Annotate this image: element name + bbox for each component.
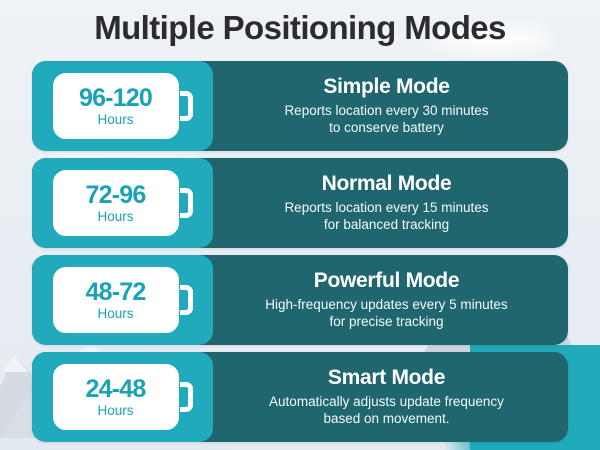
battery-hours-range: 72-96 bbox=[85, 180, 147, 209]
mode-description-line2: based on movement. bbox=[323, 411, 450, 427]
battery-icon: 24-48 Hours bbox=[52, 364, 193, 430]
battery-hours-unit: Hours bbox=[97, 111, 134, 127]
mode-card[interactable]: 72-96 Hours Normal Mode Reports location… bbox=[32, 158, 568, 248]
mode-description-line2: for precise tracking bbox=[329, 314, 444, 330]
battery-icon: 72-96 Hours bbox=[52, 170, 193, 236]
mode-card-body: Smart Mode Automatically adjusts update … bbox=[213, 352, 568, 442]
battery-hours-unit: Hours bbox=[97, 208, 134, 224]
mode-description-line1: Automatically adjusts update frequency bbox=[269, 393, 504, 409]
page-title: Multiple Positioning Modes bbox=[94, 9, 506, 46]
mode-heading: Smart Mode bbox=[327, 366, 446, 390]
battery-icon-panel: 48-72 Hours bbox=[32, 255, 213, 345]
battery-icon: 96-120 Hours bbox=[52, 73, 193, 139]
mode-description-line2: to conserve battery bbox=[329, 120, 444, 136]
mode-heading: Normal Mode bbox=[321, 172, 452, 196]
battery-hours-unit: Hours bbox=[97, 305, 134, 321]
battery-terminal-nub bbox=[179, 91, 193, 121]
battery-icon-panel: 96-120 Hours bbox=[32, 61, 213, 151]
battery-inner: 96-120 Hours bbox=[58, 79, 173, 133]
battery-inner: 24-48 Hours bbox=[58, 370, 173, 424]
battery-body: 24-48 Hours bbox=[52, 364, 179, 430]
cloud-wisp bbox=[430, 26, 550, 52]
mode-description: Automatically adjusts update frequency b… bbox=[269, 393, 504, 428]
battery-terminal-nub bbox=[179, 382, 193, 412]
battery-inner: 48-72 Hours bbox=[58, 273, 173, 327]
mode-description-line1: Reports location every 15 minutes bbox=[284, 199, 489, 215]
mode-card-body: Normal Mode Reports location every 15 mi… bbox=[213, 158, 568, 248]
mode-heading: Simple Mode bbox=[323, 75, 450, 99]
battery-body: 48-72 Hours bbox=[52, 267, 179, 333]
mode-card[interactable]: 96-120 Hours Simple Mode Reports locatio… bbox=[32, 61, 568, 151]
battery-inner: 72-96 Hours bbox=[58, 176, 173, 230]
positioning-modes-list: 96-120 Hours Simple Mode Reports locatio… bbox=[32, 61, 568, 449]
battery-hours-range: 24-48 bbox=[85, 374, 147, 403]
mode-card-body: Powerful Mode High-frequency updates eve… bbox=[213, 255, 568, 345]
battery-icon-panel: 72-96 Hours bbox=[32, 158, 213, 248]
battery-hours-range: 48-72 bbox=[85, 277, 147, 306]
mode-card[interactable]: 48-72 Hours Powerful Mode High-frequency… bbox=[32, 255, 568, 345]
mode-card-body: Simple Mode Reports location every 30 mi… bbox=[213, 61, 568, 151]
battery-body: 72-96 Hours bbox=[52, 170, 179, 236]
battery-icon-panel: 24-48 Hours bbox=[32, 352, 213, 442]
battery-terminal-nub bbox=[179, 188, 193, 218]
mode-card[interactable]: 24-48 Hours Smart Mode Automatically adj… bbox=[32, 352, 568, 442]
battery-hours-unit: Hours bbox=[97, 402, 134, 418]
battery-terminal-nub bbox=[179, 285, 193, 315]
battery-body: 96-120 Hours bbox=[52, 73, 179, 139]
battery-hours-range: 96-120 bbox=[78, 83, 153, 112]
battery-icon: 48-72 Hours bbox=[52, 267, 193, 333]
mode-heading: Powerful Mode bbox=[313, 269, 460, 293]
mode-description-line1: High-frequency updates every 5 minutes bbox=[265, 296, 508, 312]
mode-description: Reports location every 15 minutes for ba… bbox=[284, 199, 488, 234]
mode-description: Reports location every 30 minutes to con… bbox=[284, 102, 488, 137]
mode-description: High-frequency updates every 5 minutes f… bbox=[265, 296, 507, 331]
mode-description-line1: Reports location every 30 minutes bbox=[284, 102, 489, 118]
mode-description-line2: for balanced tracking bbox=[323, 217, 450, 233]
